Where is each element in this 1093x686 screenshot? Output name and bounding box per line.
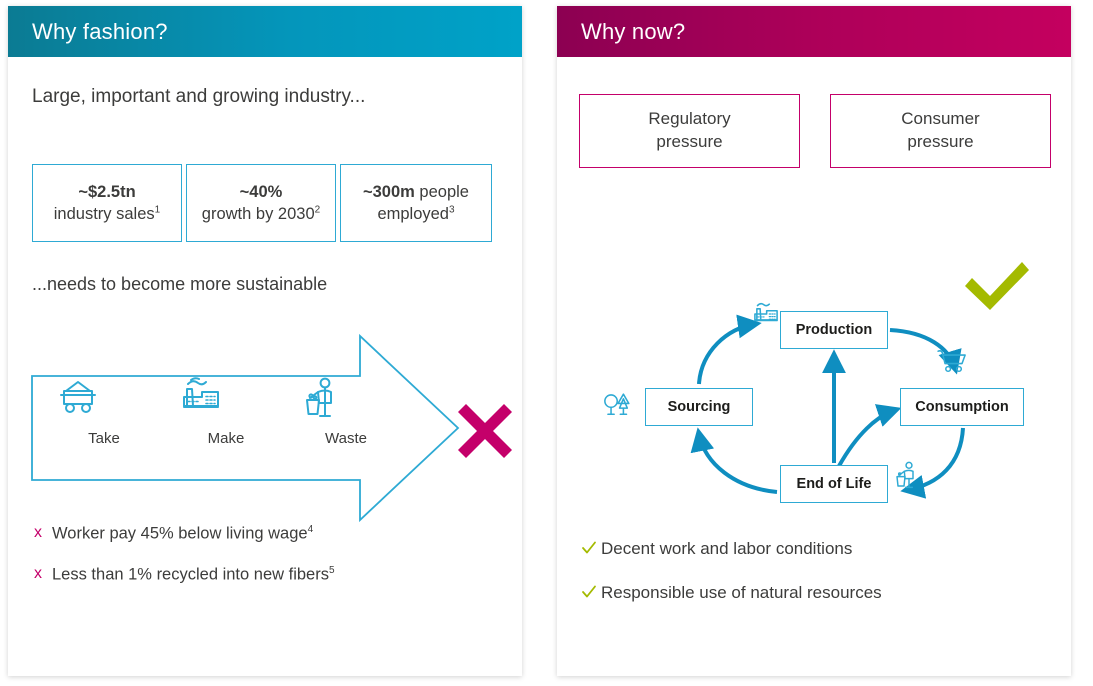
right-bullet-list: Decent work and labor conditions Respons… bbox=[581, 539, 882, 628]
person-throwing-trash-icon bbox=[298, 376, 394, 424]
flow-step-label: Waste bbox=[325, 430, 367, 447]
cycle-node-sourcing[interactable]: Sourcing bbox=[645, 388, 753, 426]
stat-label: industry sales1 bbox=[53, 204, 161, 224]
cycle-arrows bbox=[690, 314, 965, 499]
list-item: x Less than 1% recycled into new fibers5 bbox=[34, 565, 335, 584]
flow-step-label: Make bbox=[207, 430, 245, 447]
factory-icon bbox=[178, 376, 274, 424]
pressure-box-label: Consumer pressure bbox=[901, 109, 980, 151]
footnote-marker: 1 bbox=[154, 204, 161, 216]
bullet-text: Responsible use of natural resources bbox=[601, 583, 882, 602]
flow-arrow-outline bbox=[31, 333, 460, 523]
list-item: Responsible use of natural resources bbox=[581, 583, 882, 604]
stat-value: ~40% bbox=[239, 182, 283, 201]
pressure-box-regulatory[interactable]: Regulatory pressure bbox=[579, 94, 800, 168]
flow-step-make[interactable]: Make bbox=[178, 376, 274, 447]
footnote-marker: 5 bbox=[328, 564, 335, 576]
left-panel-header: Why fashion? bbox=[8, 6, 522, 57]
bullet-text: Decent work and labor conditions bbox=[601, 539, 853, 558]
footnote-marker: 3 bbox=[448, 204, 455, 216]
check-bullet-icon bbox=[581, 584, 601, 604]
bullet-text: Worker pay 45% below living wage4 bbox=[52, 524, 314, 543]
stat-box-employment[interactable]: ~300m people employed3 bbox=[340, 164, 492, 242]
cycle-node-production[interactable]: Production bbox=[780, 311, 888, 349]
stat-value: ~300m people bbox=[363, 182, 469, 201]
stat-box-industry-sales[interactable]: ~$2.5tn industry sales1 bbox=[32, 164, 182, 242]
footnote-marker: 4 bbox=[307, 524, 314, 535]
list-item: Decent work and labor conditions bbox=[581, 539, 882, 560]
flow-step-label: Take bbox=[88, 430, 120, 447]
right-panel-header: Why now? bbox=[557, 6, 1071, 57]
cycle-node-consumption[interactable]: Consumption bbox=[900, 388, 1024, 426]
cycle-node-end-of-life[interactable]: End of Life bbox=[780, 465, 888, 503]
stat-value: ~$2.5tn bbox=[78, 182, 136, 201]
panel-why-now: Why now? Regulatory pressure Consumer pr… bbox=[557, 6, 1071, 676]
cross-bullet-icon: x bbox=[34, 564, 42, 582]
stat-label: employed3 bbox=[377, 204, 455, 224]
left-panel-title: Why fashion? bbox=[32, 18, 168, 44]
right-panel-title: Why now? bbox=[581, 18, 686, 44]
mining-cart-icon bbox=[56, 376, 152, 424]
flow-step-waste[interactable]: Waste bbox=[298, 376, 394, 447]
check-bullet-icon bbox=[581, 540, 601, 560]
stat-box-growth[interactable]: ~40% growth by 20302 bbox=[186, 164, 336, 242]
footnote-marker: 2 bbox=[314, 204, 321, 216]
pressure-box-label: Regulatory pressure bbox=[648, 109, 731, 151]
list-item: x Worker pay 45% below living wage4 bbox=[34, 524, 335, 543]
take-make-waste-flow: Take bbox=[30, 328, 512, 528]
bullet-text: Less than 1% recycled into new fibers5 bbox=[52, 564, 335, 584]
circular-economy-diagram: Production Sourcing Consumption End of L… bbox=[577, 256, 1057, 546]
cross-bullet-icon: x bbox=[34, 524, 42, 541]
pressure-boxes: Regulatory pressure Consumer pressure bbox=[579, 94, 1051, 168]
stat-boxes: ~$2.5tn industry sales1 ~40% growth by 2… bbox=[32, 164, 492, 242]
pressure-box-consumer[interactable]: Consumer pressure bbox=[830, 94, 1051, 168]
left-bullet-list: x Worker pay 45% below living wage4 x Le… bbox=[34, 524, 335, 605]
stat-label: growth by 20302 bbox=[201, 204, 321, 224]
left-lead-text: Large, important and growing industry... bbox=[32, 86, 366, 107]
panel-why-fashion: Why fashion? Large, important and growin… bbox=[8, 6, 522, 676]
flow-step-take[interactable]: Take bbox=[56, 376, 152, 447]
left-subhead-text: ...needs to become more sustainable bbox=[32, 274, 328, 294]
